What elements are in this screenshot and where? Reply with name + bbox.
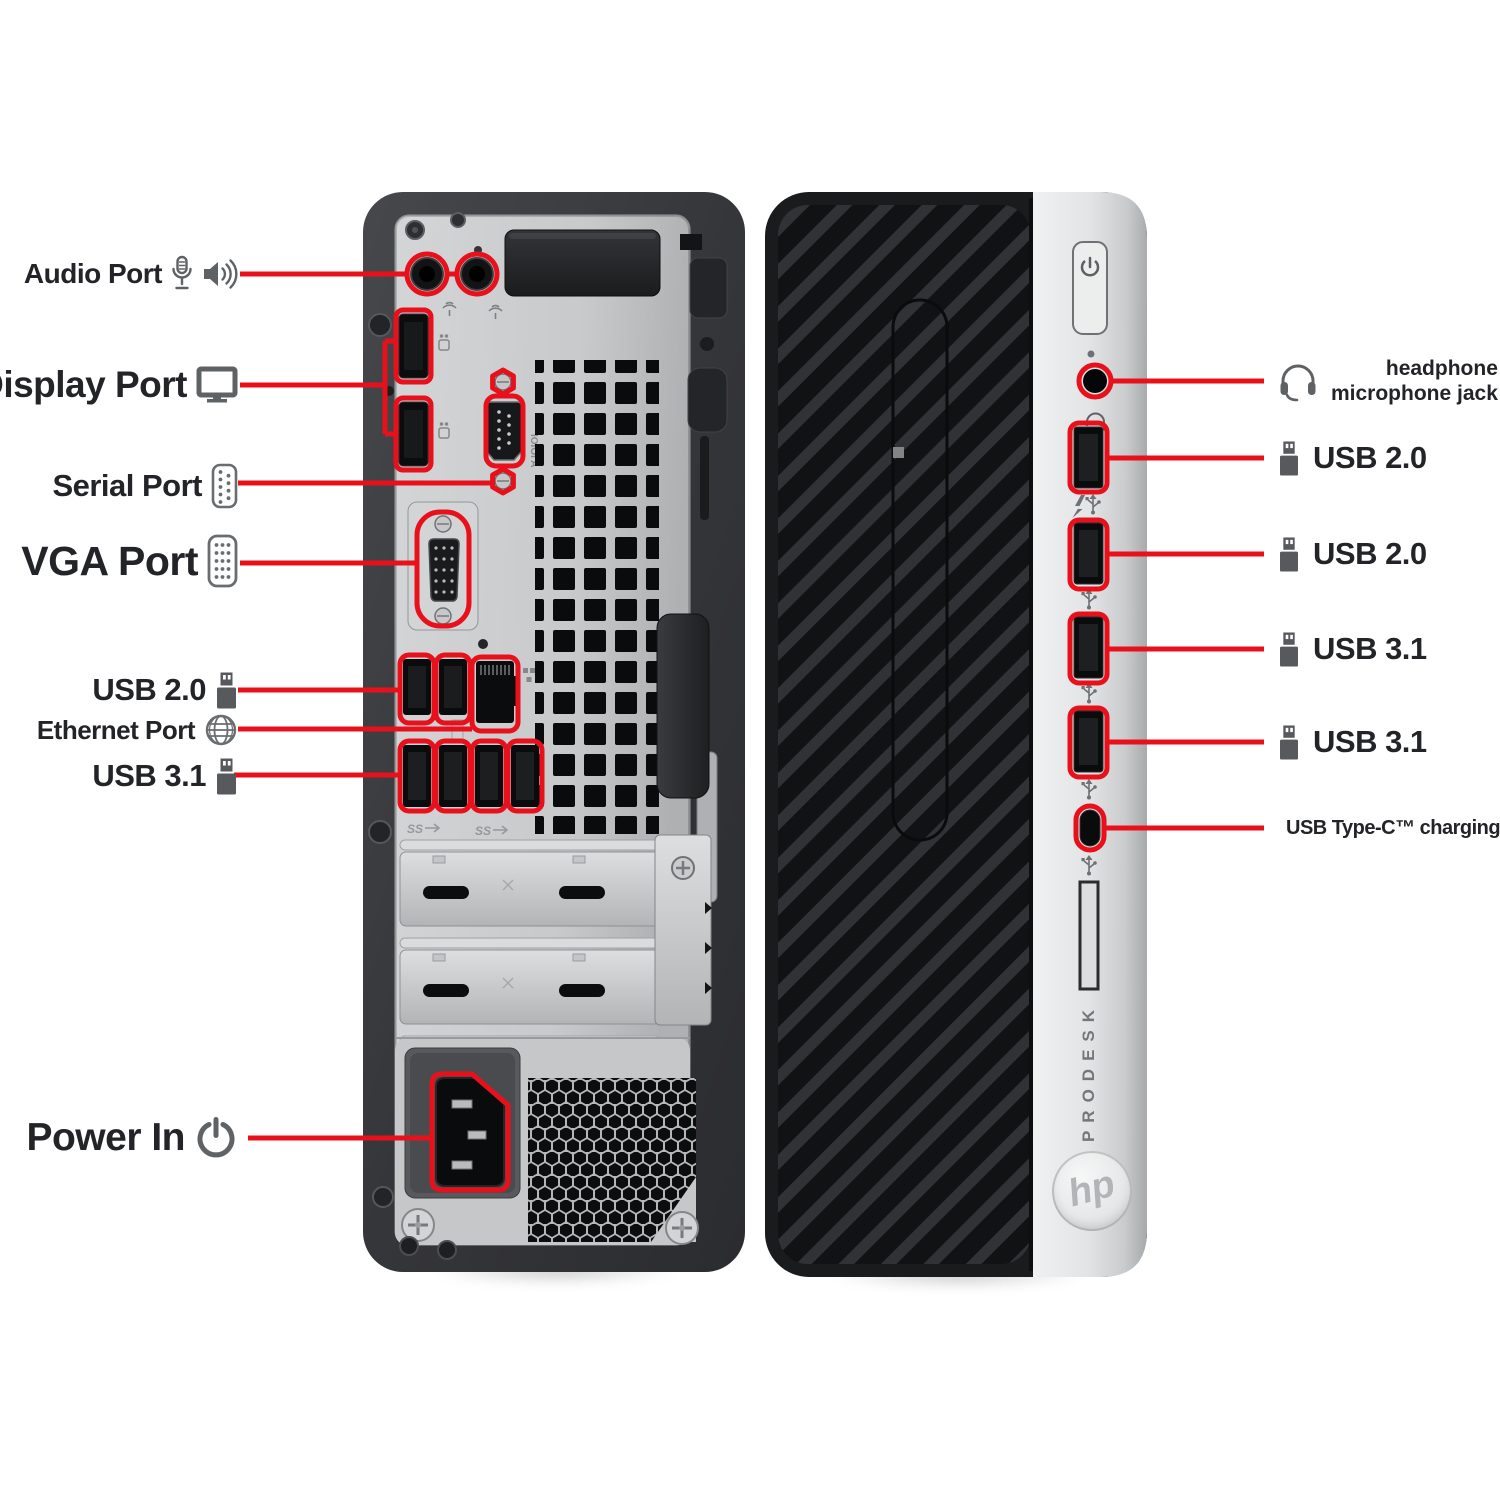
vga-port-label: VGA Port [21,537,198,584]
usb20-front2-label: USB 2.0 [1313,536,1427,571]
hp-logo-text: hp [1063,1162,1120,1215]
display-port-label: Display Port [0,364,187,405]
rear-security-slots [680,234,728,520]
callout-vga-port: VGA Port [21,533,238,589]
globe-icon [205,714,237,746]
callout-usb31-front-1: USB 3.1 [1278,621,1427,677]
callout-audio-port: Audio Port [24,246,238,302]
usb20-rear-label: USB 2.0 [92,672,206,707]
audio-port-label: Audio Port [23,258,163,289]
psu-fan-grille [528,1078,696,1242]
headphone-jack-label: headphone microphone jack [1331,356,1498,405]
callout-usb31-rear: USB 3.1 [92,748,238,804]
usb31-front1-label: USB 3.1 [1313,631,1427,666]
rear-vent-grid [535,360,659,834]
sd-card-slot [1078,880,1100,991]
usb-plug-icon [1280,440,1298,476]
power-in-label: Power In [26,1116,185,1159]
rear-latch-handle [656,613,710,799]
db15-icon [207,534,238,588]
db9-icon [211,463,238,509]
psu-thumbscrews [399,1208,699,1260]
microphone-icon [172,255,192,290]
riser-bracket [654,834,712,1026]
speaker-icon [204,259,238,289]
usb-type-c-label: USB Type-C™ charging port [1286,816,1500,839]
port-marking-icons [1072,493,1102,877]
callout-usb20-front-2: USB 2.0 [1278,526,1427,582]
rear-displayport-1 [398,313,429,379]
callout-display-port: Display Port [0,357,238,413]
monitor-icon [196,366,238,403]
power-button [1072,241,1108,335]
callout-serial-port: Serial Port [52,458,238,514]
usb-plug-icon [1280,631,1298,667]
callout-usb31-front-2: USB 3.1 [1278,714,1427,770]
svg-text:SS: SS [407,822,423,836]
front-usbc-port [1079,809,1101,847]
drive-door-outline [891,298,949,842]
serial-port-label: Serial Port [52,468,202,503]
serial-marking: IOIOI A [528,434,539,468]
callout-usb20-rear: USB 2.0 [92,662,238,718]
usb-plug-icon [217,672,236,708]
usb31-front2-label: USB 3.1 [1313,724,1427,759]
callout-ethernet-port: Ethernet Port [37,702,238,758]
callout-headphone-jack: headphone microphone jack [1278,351,1498,411]
expansion-slots [399,839,661,1047]
svg-text:SS: SS [475,824,491,838]
ethernet-port-label: Ethernet Port [36,714,196,745]
rear-panel-view: IOIOI A [363,192,745,1272]
chassis-screws [368,212,482,1208]
rear-displayport-2 [398,401,429,467]
front-panel-view [765,192,1147,1277]
hp-logo: hp [1052,1151,1132,1231]
displayport-markings [438,334,450,439]
callout-usb20-front-1: USB 2.0 [1278,430,1427,486]
rear-vga-port [407,501,479,631]
usb-plug-icon [1280,724,1298,760]
front-vent-stripes [778,205,1031,1264]
usb-plug-icon [1280,536,1298,572]
power-inlet [404,1047,521,1199]
callout-usb-type-c: USB Type-C™ charging port [1286,800,1500,856]
rear-top-cover [504,229,661,297]
brand-text: PRODESK [1079,1001,1098,1143]
usb-plug-icon [217,758,236,794]
front-headphone-jack [1083,369,1107,393]
callout-power-in: Power In [26,1110,238,1166]
usb20-front1-label: USB 2.0 [1313,440,1427,475]
power-led [1087,350,1095,358]
ss-usb-markings: SS SS [407,822,509,838]
power-icon [197,1117,235,1158]
usb31-rear-label: USB 3.1 [92,758,206,793]
headset-icon [1280,364,1316,402]
